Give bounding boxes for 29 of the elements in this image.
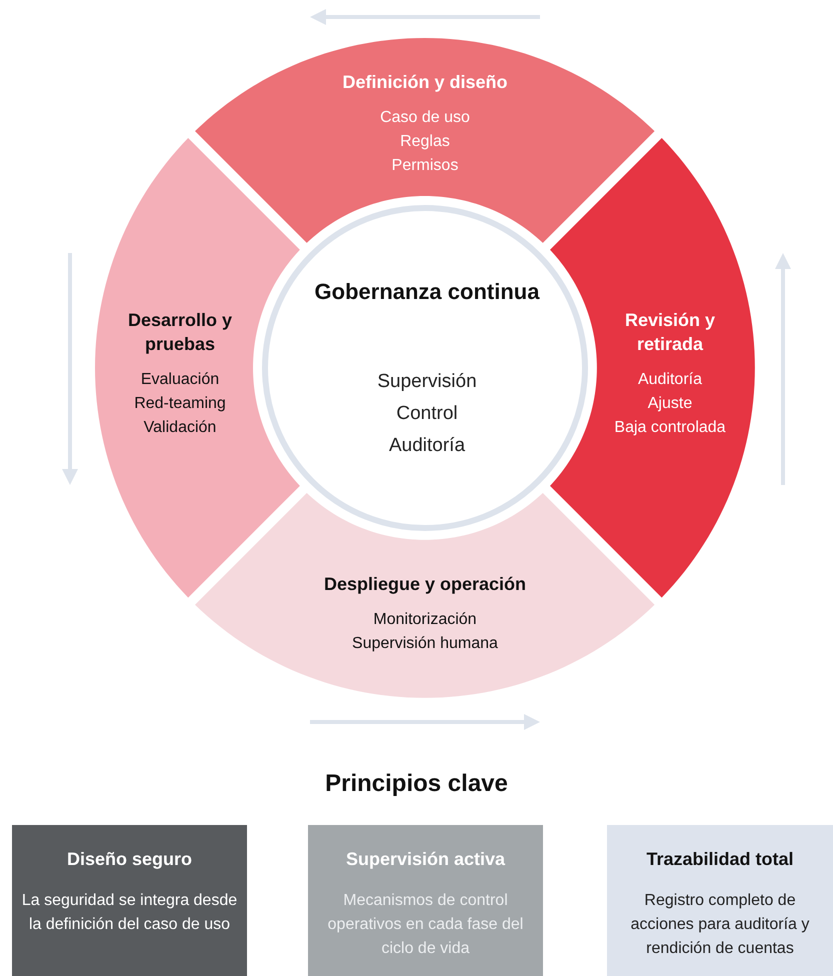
card-title: Trazabilidad total: [646, 848, 794, 871]
list-item: Auditoría: [638, 370, 702, 390]
section-heading: Principios clave: [324, 770, 509, 798]
segment-title: Despliegue y operación: [324, 572, 526, 596]
list-item: Supervisión: [377, 370, 477, 394]
list-item: Supervisión humana: [352, 634, 498, 654]
segment-title: Desarrollo y pruebas: [126, 308, 234, 356]
segment-title: Definición y diseño: [342, 71, 508, 94]
list-item: Evaluación: [140, 370, 220, 390]
list-item: Ajuste: [648, 394, 692, 414]
list-item: Validación: [144, 418, 216, 438]
principle-card: [607, 825, 833, 976]
segment-title: Revisión y retirada: [624, 308, 716, 356]
list-item: Auditoría: [388, 434, 466, 458]
principle-card: [308, 825, 543, 976]
list-item: Monitorización: [373, 610, 477, 630]
card-title: Supervisión activa: [346, 848, 506, 871]
list-item: Permisos: [392, 156, 458, 176]
list-item: Reglas: [400, 132, 450, 152]
list-item: Red-teaming: [134, 394, 226, 414]
card-description: Mecanismos de control operativos en cada fase del ciclo de vida: [326, 891, 524, 959]
principle-card: [12, 825, 247, 976]
list-item: Control: [396, 402, 458, 426]
card-description: La seguridad se integra desde la definición del caso de uso: [20, 891, 238, 935]
list-item: Baja controlada: [614, 418, 726, 438]
center-title: Gobernanza continua: [314, 278, 540, 306]
card-title: Diseño seguro: [66, 848, 192, 871]
list-item: Caso de uso: [380, 108, 470, 128]
card-description: Registro completo de acciones para auditoría y rendición de cuentas: [630, 891, 810, 959]
